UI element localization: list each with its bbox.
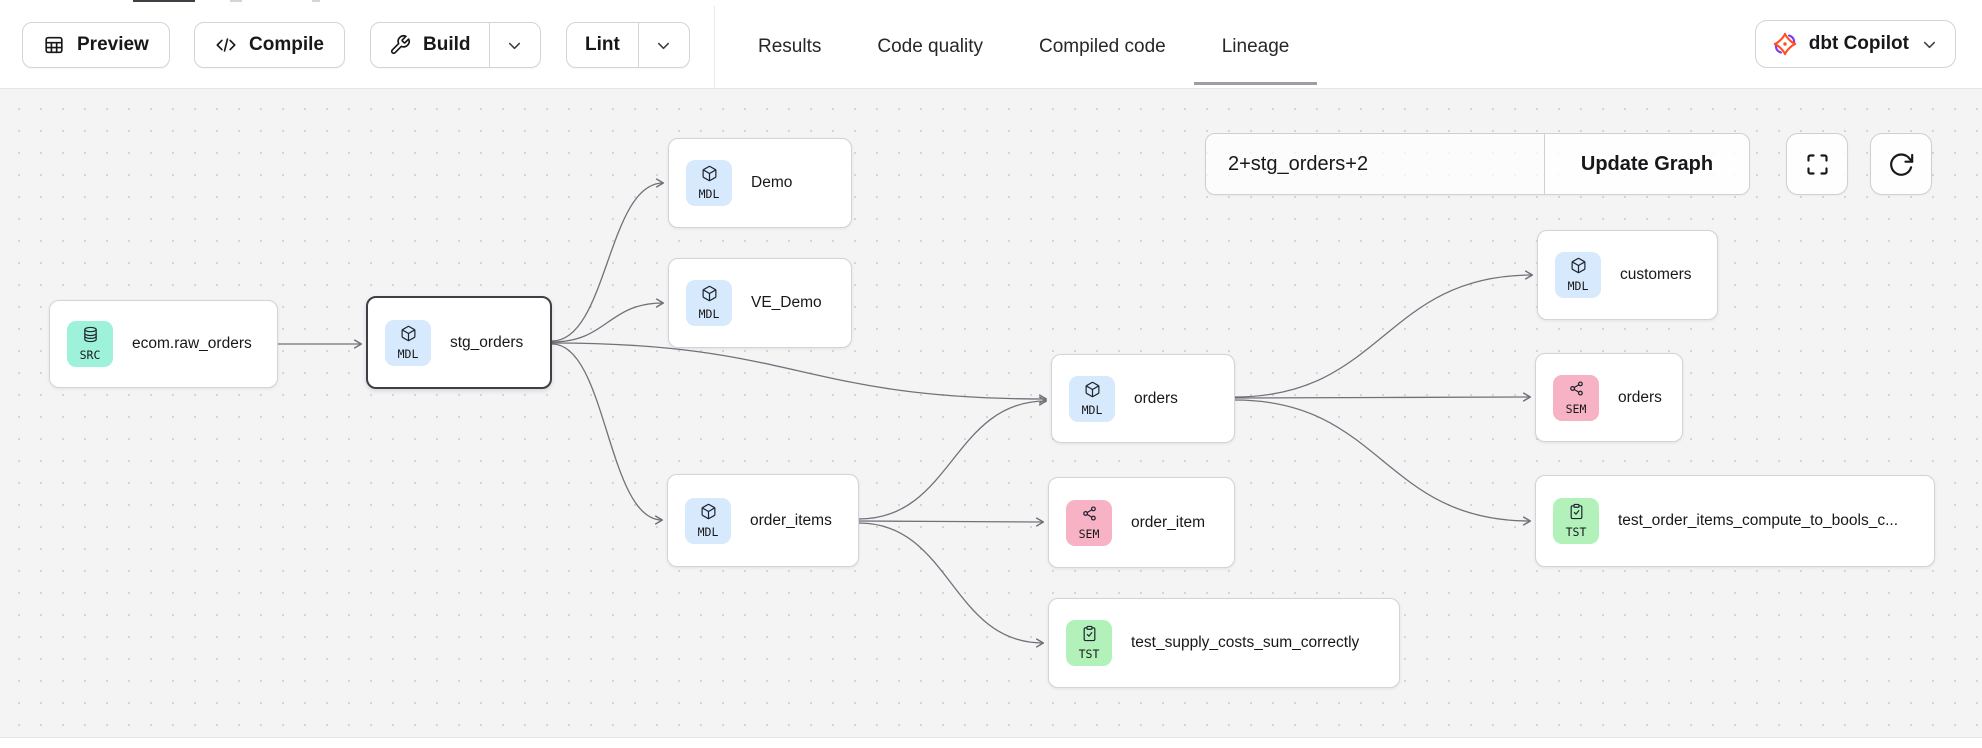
graph-node-test-order-items[interactable]: TST test_order_items_compute_to_bools_c.… [1535,475,1935,567]
graph-node-orders-sem[interactable]: SEM orders [1535,353,1683,442]
chevron-down-icon [1923,41,1936,48]
node-type-badge: MDL [686,280,732,326]
cube-icon [400,325,417,347]
toolbar-separator [714,6,715,88]
update-graph-button[interactable]: Update Graph [1544,134,1749,194]
graph-node-demo[interactable]: MDL Demo [668,138,852,228]
node-type-badge: MDL [686,160,732,206]
preview-button[interactable]: Preview [22,22,170,68]
tab-code-quality-label: Code quality [877,36,983,57]
build-menu-button[interactable] [488,23,540,67]
lint-button-group: Lint [566,22,690,68]
lineage-selector-group: Update Graph [1205,133,1750,195]
clipboard-check-icon [1568,503,1585,525]
node-type-badge: MDL [685,497,731,544]
wrench-icon [390,35,410,55]
chevron-down-icon [508,42,521,49]
dbt-logo-icon [1773,32,1796,56]
graph-node-stg-orders[interactable]: MDL stg_orders [366,296,552,389]
node-type-badge: TST [1553,498,1599,544]
cube-icon [701,165,718,187]
graph-node-order-item-sem[interactable]: SEM order_item [1048,477,1235,568]
lint-button[interactable]: Lint [567,23,638,67]
editor-tabbar-remnant [0,0,1982,6]
tab-compiled-code-label: Compiled code [1038,36,1166,57]
tab-results[interactable]: Results [758,6,821,88]
tab-lineage-label: Lineage [1221,36,1290,57]
lint-menu-button[interactable] [637,23,689,67]
dbt-copilot-label: dbt Copilot [1808,33,1909,54]
graph-node-orders-mdl[interactable]: MDL orders [1051,354,1235,443]
node-type-badge: MDL [385,319,431,366]
node-type-badge: SEM [1553,374,1599,421]
tabbar-mark [230,0,242,2]
graph-node-test-supply[interactable]: TST test_supply_costs_sum_correctly [1048,598,1400,688]
tabbar-mark [312,0,320,2]
cube-icon [701,285,718,307]
compile-button[interactable]: Compile [194,22,345,68]
share-network-icon [1081,505,1098,527]
node-type-badge: MDL [1069,375,1115,422]
graph-node-ve-demo[interactable]: MDL VE_Demo [668,258,852,348]
build-button-label: Build [423,34,471,55]
share-network-icon [1568,380,1585,402]
refresh-icon [1889,152,1913,176]
build-button[interactable]: Build [371,23,489,67]
code-icon [216,38,236,52]
node-type-badge: TST [1066,620,1112,666]
graph-node-customers[interactable]: MDL customers [1537,230,1718,320]
cube-icon [1570,257,1587,279]
node-type-badge: SEM [1066,499,1112,546]
chevron-down-icon [658,42,670,49]
lineage-selector-input[interactable] [1206,134,1544,194]
tab-lineage[interactable]: Lineage [1193,6,1317,88]
preview-button-label: Preview [77,34,149,55]
clipboard-check-icon [1081,625,1098,647]
build-button-group: Build [370,22,541,68]
fullscreen-icon [1806,153,1828,175]
node-type-badge: MDL [1555,252,1601,298]
graph-node-ecom-raw-orders[interactable]: SRC ecom.raw_orders [49,300,278,388]
tab-code-quality[interactable]: Code quality [877,6,983,88]
table-icon [45,36,63,54]
cube-icon [1084,381,1101,403]
cube-icon [700,503,717,525]
result-tabs: Results Code quality Compiled code Linea… [758,6,1317,88]
lint-button-label: Lint [585,34,620,55]
node-type-badge: SRC [67,321,113,367]
graph-node-order-items[interactable]: MDL order_items [667,474,859,567]
toolbar: Preview Compile Build [0,6,1982,89]
tab-compiled-code[interactable]: Compiled code [1039,6,1166,88]
tab-results-label: Results [758,36,822,57]
database-icon [82,326,99,348]
fullscreen-button[interactable] [1786,133,1848,195]
statusbar-strip [0,737,1982,748]
compile-button-label: Compile [249,34,324,55]
active-file-tab-underline [133,0,195,2]
dbt-copilot-button[interactable]: dbt Copilot [1754,20,1956,68]
refresh-button[interactable] [1870,133,1932,195]
